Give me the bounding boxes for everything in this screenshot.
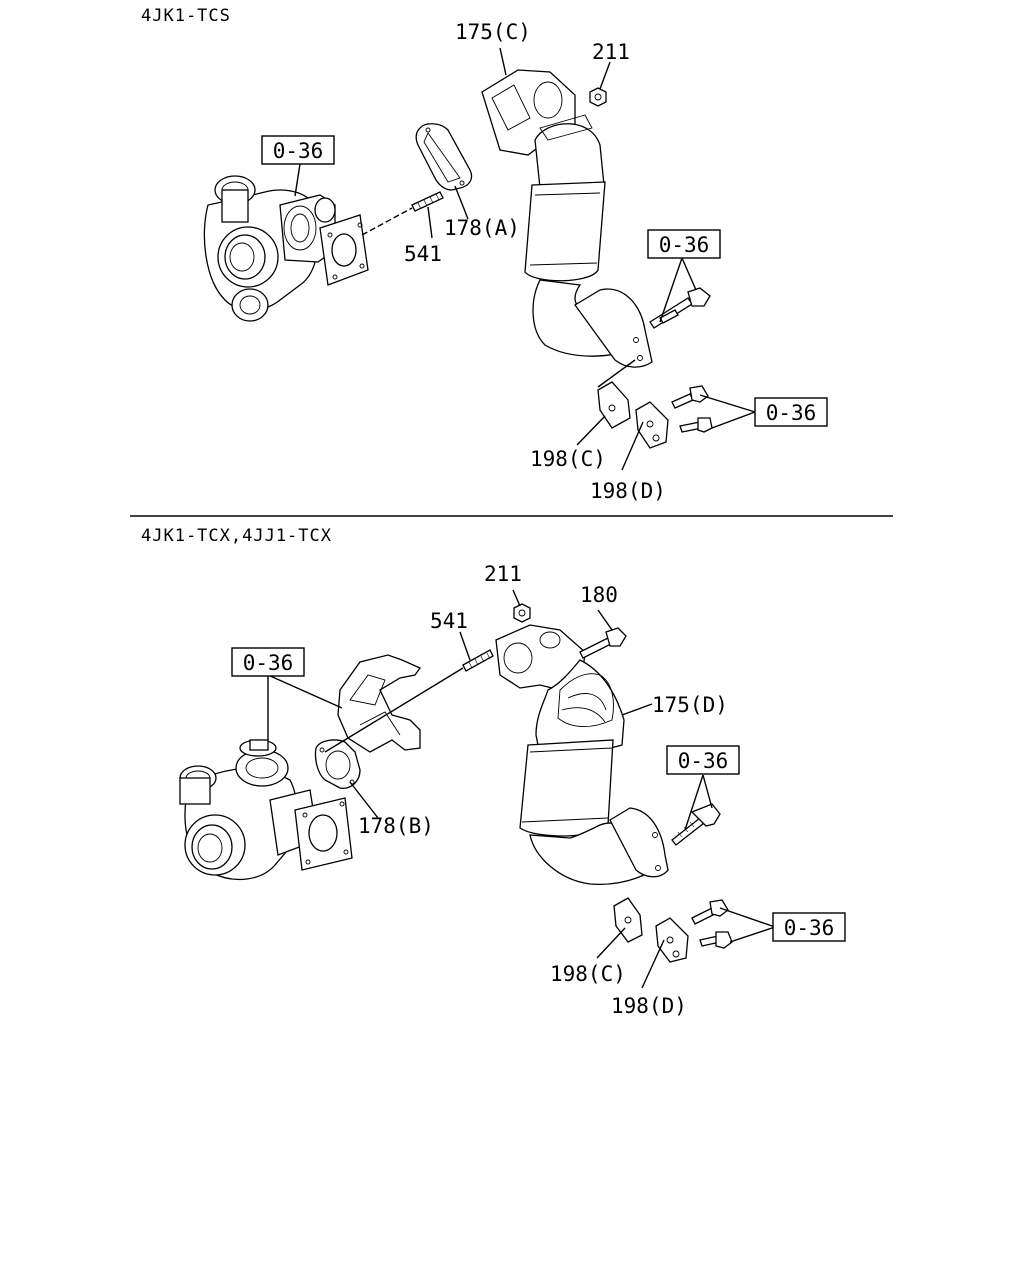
svg-text:0-36: 0-36 xyxy=(784,916,835,940)
svg-text:0-36: 0-36 xyxy=(678,749,729,773)
label-175d: 175(D) xyxy=(652,693,728,717)
bracket-198d-1 xyxy=(635,401,669,449)
bolts-1-upper xyxy=(649,287,711,329)
label-211-2: 211 xyxy=(484,562,522,586)
bolts-2-upper xyxy=(671,803,721,846)
exhaust-pipe-175c xyxy=(481,69,653,368)
turbocharger-1 xyxy=(203,175,369,322)
heat-shield xyxy=(337,654,421,753)
svg-text:0-36: 0-36 xyxy=(659,233,710,257)
svg-text:0-36: 0-36 xyxy=(766,401,817,425)
label-198d-2: 198(D) xyxy=(611,994,687,1018)
label-541-2: 541 xyxy=(430,609,468,633)
section-2: 4JK1-TCX,4JJ1-TCX xyxy=(141,526,846,1018)
label-198d-1: 198(D) xyxy=(590,479,666,503)
leader-lines-2 xyxy=(267,589,776,989)
bracket-198d-2 xyxy=(655,917,689,963)
svg-text:0-36: 0-36 xyxy=(273,139,324,163)
stud-541-2 xyxy=(462,649,494,672)
bracket-198c-2 xyxy=(613,897,643,943)
label-198c-2: 198(C) xyxy=(550,962,626,986)
gasket-178b xyxy=(314,739,361,789)
ref-box-1a: 0-36 xyxy=(261,135,335,165)
section-1-model-label: 4JK1-TCS xyxy=(141,6,231,26)
label-180: 180 xyxy=(580,583,618,607)
label-178b: 178(B) xyxy=(358,814,434,838)
section-1: 4JK1-TCS xyxy=(141,6,828,503)
bracket-198c-1 xyxy=(597,381,631,429)
exhaust-pipe-175d xyxy=(495,624,669,886)
bolts-2-lower xyxy=(691,899,733,949)
section-2-model-label: 4JK1-TCX,4JJ1-TCX xyxy=(141,526,332,546)
leader-lines-1 xyxy=(294,47,756,471)
label-178a: 178(A) xyxy=(444,216,520,240)
stud-541-1 xyxy=(411,191,444,212)
gasket-178a xyxy=(415,123,473,191)
ref-box-1b: 0-36 xyxy=(647,229,721,259)
nut-211-2 xyxy=(513,603,531,623)
ref-box-2a: 0-36 xyxy=(231,647,305,677)
nut-211-1 xyxy=(589,87,607,107)
label-211-1: 211 xyxy=(592,40,630,64)
label-541-1: 541 xyxy=(404,242,442,266)
bolts-1-lower xyxy=(671,385,713,433)
ref-box-2b: 0-36 xyxy=(666,745,740,775)
label-198c-1: 198(C) xyxy=(530,447,606,471)
label-175c: 175(C) xyxy=(455,20,531,44)
ref-box-2c: 0-36 xyxy=(772,912,846,942)
svg-text:0-36: 0-36 xyxy=(243,651,294,675)
turbocharger-2 xyxy=(179,739,353,881)
bolt-180 xyxy=(579,627,627,659)
ref-box-1c: 0-36 xyxy=(754,397,828,427)
